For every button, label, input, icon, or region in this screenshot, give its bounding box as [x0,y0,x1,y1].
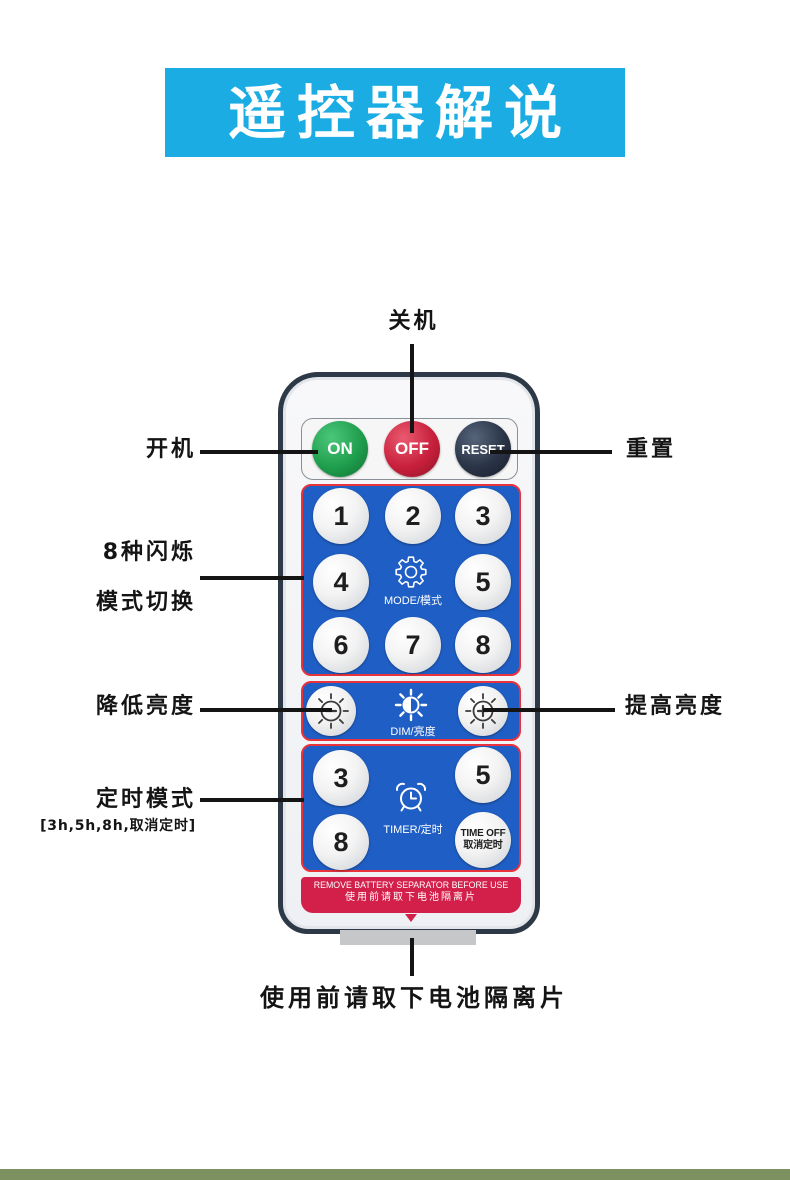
timer-button-8h: 8 [313,814,369,870]
down-arrow-icon [405,914,417,922]
mode-button-5: 5 [455,554,511,610]
mode-button-6: 6 [313,617,369,673]
title-banner: 遥控器解说 [165,68,625,157]
time-off-button: TIME OFF 取消定时 [455,812,511,868]
callout-line-battery [410,938,414,976]
callout-line-dim-down [200,708,332,712]
label-battery-separator: 使用前请取下电池隔离片 [260,984,568,1012]
callout-line-reset [490,450,612,454]
label-power-on: 开机 [145,437,196,462]
label-modes-line2: 模式切换 [95,590,196,615]
label-dim-down: 降低亮度 [95,694,196,719]
reset-button: RESET [455,421,511,477]
time-off-label: TIME OFF [460,828,506,839]
callout-line-dim-up [483,708,615,712]
alarm-clock-icon [395,782,427,812]
timer-button-5h: 5 [455,747,511,803]
callout-line-on [200,450,318,454]
mode-caption: MODE/模式 [383,595,443,607]
battery-notice-banner: REMOVE BATTERY SEPARATOR BEFORE USE 使用前请… [301,877,521,913]
callout-line-timer [200,798,304,802]
mode-button-1: 1 [313,488,369,544]
battery-separator-tab [340,930,476,945]
footer-strip [0,1169,790,1180]
mode-panel: 1 2 3 4 5 6 7 8 MODE/模式 [301,484,521,676]
label-dim-up: 提高亮度 [625,694,726,719]
mode-button-8: 8 [455,617,511,673]
battery-notice-cn: 使用前请取下电池隔离片 [345,892,477,903]
page-title: 遥控器解说 [227,78,573,147]
label-timer: 定时模式 [95,787,196,812]
mode-button-7: 7 [385,617,441,673]
mode-button-2: 2 [385,488,441,544]
on-button: ON [312,421,368,477]
callout-line-off [410,344,414,433]
gear-icon [395,556,427,588]
label-timer-options: [3h,5h,8h,取消定时] [40,818,196,834]
half-sun-icon [394,688,428,722]
timer-panel: 3 5 8 TIME OFF 取消定时 TIMER/定时 [301,744,521,872]
remote-control: ON OFF RESET 1 2 3 4 5 6 7 8 MODE/模式 [278,372,540,934]
battery-notice-en: REMOVE BATTERY SEPARATOR BEFORE USE [313,880,509,890]
mode-button-3: 3 [455,488,511,544]
label-power-off: 关机 [388,309,439,334]
label-modes-line1: 8种闪烁 [102,540,196,565]
timer-caption: TIMER/定时 [383,824,443,836]
dim-caption: DIM/亮度 [390,726,436,738]
timer-button-3h: 3 [313,750,369,806]
callout-line-modes [200,576,304,580]
label-reset: 重置 [626,437,677,462]
time-off-label-cn: 取消定时 [463,840,503,851]
mode-button-4: 4 [313,554,369,610]
